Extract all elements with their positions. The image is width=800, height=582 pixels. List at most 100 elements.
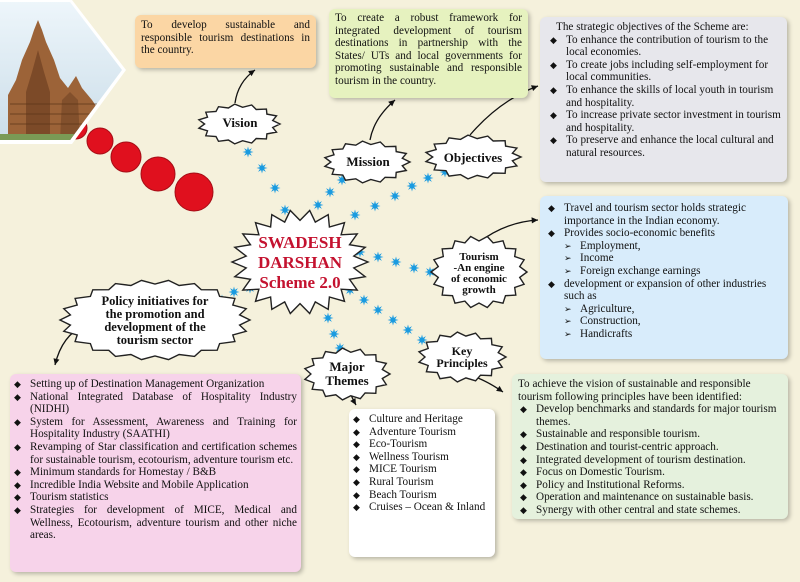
theme-item: Culture and Heritage — [349, 413, 491, 426]
connector-star — [328, 328, 340, 340]
connector-star — [349, 209, 361, 221]
principles-intro: To achieve the vision of sustainable and… — [518, 378, 751, 403]
mission-label: Mission — [346, 154, 390, 169]
connector-star — [416, 334, 428, 346]
red-dot — [110, 141, 142, 173]
objectives-node — [424, 134, 523, 180]
theme-item: Wellness Tourism — [349, 451, 491, 464]
objectives-label: Objectives — [443, 150, 503, 165]
connector-star — [312, 199, 324, 211]
principle-item: Focus on Domestic Tourism. — [516, 466, 784, 479]
connector-star — [389, 190, 401, 202]
principle-item: Develop benchmarks and standards for maj… — [516, 403, 784, 428]
major-themes-label: Major Themes — [325, 359, 369, 388]
mission-arrow — [369, 99, 396, 141]
principles-box: To achieve the vision of sustainable and… — [512, 374, 788, 519]
principle-item: Integrated development of tourism destin… — [516, 454, 784, 467]
connector-star — [358, 294, 370, 306]
theme-item: Adventure Tourism — [349, 426, 491, 439]
principle-item: Sustainable and responsible tourism. — [516, 428, 784, 441]
benefit-item: Foreign exchange earnings — [544, 265, 784, 278]
policy-item: Tourism statistics — [10, 491, 297, 504]
objectives-box: The strategic objectives of the Scheme a… — [540, 17, 787, 182]
connector-star — [369, 200, 381, 212]
tourism-engine-node — [429, 235, 529, 309]
mission-arrow-head — [388, 100, 395, 107]
objectives-intro: The strategic objectives of the Scheme a… — [556, 21, 749, 33]
theme-item: Beach Tourism — [349, 489, 491, 502]
policy-arrow-head — [53, 358, 60, 365]
objective-item: To preserve and enhance the local cultur… — [546, 134, 783, 159]
connector-star — [387, 314, 399, 326]
vision-label: Vision — [222, 115, 258, 130]
objective-item: To increase private sector investment in… — [546, 109, 783, 134]
principle-item: Operation and maintenance on sustainable… — [516, 491, 784, 504]
tourism-point: Travel and tourism sector holds strategi… — [544, 202, 784, 227]
policy-item: Minimum standards for Homestay / B&B — [10, 466, 297, 479]
benefit-item: Employment, — [544, 240, 784, 253]
vision-box: To develop sustainable and responsible t… — [135, 15, 316, 68]
theme-item: Cruises – Ocean & Inland — [349, 501, 491, 514]
connector-star — [242, 146, 254, 158]
policy-item: Strategies for development of MICE, Medi… — [10, 504, 297, 542]
industry-item: Agriculture, — [544, 303, 784, 316]
connector-star — [408, 262, 420, 274]
theme-item: MICE Tourism — [349, 463, 491, 476]
policy-box: Setting up of Destination Management Org… — [10, 374, 301, 572]
tourism-arrow-head — [531, 217, 538, 224]
objective-item: To enhance the contribution of tourism t… — [546, 34, 783, 59]
connector-star — [228, 286, 240, 298]
industry-item: Construction, — [544, 315, 784, 328]
policy-node — [58, 279, 252, 361]
red-dot — [174, 172, 214, 212]
tourism-point: Provides socio-economic benefits — [544, 227, 784, 240]
policy-item: Incredible India Website and Mobile Appl… — [10, 479, 297, 492]
policy-item: System for Assessment, Awareness and Tra… — [10, 416, 297, 441]
principle-item: Destination and tourist-centric approach… — [516, 441, 784, 454]
connector-star — [322, 312, 334, 324]
objective-item: To create jobs including self-employment… — [546, 59, 783, 84]
objective-item: To enhance the skills of local youth in … — [546, 84, 783, 109]
tourism-point: development or expansion of other indust… — [544, 278, 784, 303]
tourism-engine-label: Tourism -An engine of economic growth — [451, 251, 507, 296]
objectives-arrow — [469, 85, 539, 136]
connector-star — [269, 182, 281, 194]
vision-text: To develop sustainable and responsible t… — [141, 19, 310, 57]
connector-star — [324, 186, 336, 198]
principles-arrow-head — [496, 385, 503, 392]
hub-title: SWADESH DARSHAN Scheme 2.0 — [257, 233, 343, 292]
vision-node — [197, 103, 282, 145]
connector-star — [372, 304, 384, 316]
policy-label: Policy initiatives for the promotion and… — [101, 294, 209, 347]
red-dot — [86, 127, 114, 155]
vision-arrow-head — [248, 70, 255, 77]
mission-text: To create a robust framework for integra… — [335, 12, 522, 87]
benefit-item: Income — [544, 252, 784, 265]
temple-photo — [0, 0, 126, 144]
theme-item: Eco-Tourism — [349, 438, 491, 451]
connector-star — [406, 180, 418, 192]
policy-item: Revamping of Star classification and cer… — [10, 441, 297, 466]
connector-star — [372, 251, 384, 263]
policy-item: Setting up of Destination Management Org… — [10, 378, 297, 391]
objectives-arrow-head — [531, 85, 538, 91]
theme-item: Rural Tourism — [349, 476, 491, 489]
themes-box: Culture and Heritage Adventure Tourism E… — [349, 409, 495, 557]
connector-star — [422, 172, 434, 184]
connector-star — [390, 256, 402, 268]
connector-star — [256, 162, 268, 174]
principle-item: Policy and Institutional Reforms. — [516, 479, 784, 492]
industry-item: Handicrafts — [544, 328, 784, 341]
connector-star — [279, 204, 291, 216]
policy-item: National Integrated Database of Hospital… — [10, 391, 297, 416]
key-principles-node — [417, 331, 508, 383]
red-dot — [140, 156, 176, 192]
tourism-growth-box: Travel and tourism sector holds strategi… — [540, 196, 788, 359]
major-themes-node — [303, 347, 392, 401]
themes-arrow-head — [350, 398, 356, 405]
mission-box: To create a robust framework for integra… — [329, 9, 528, 98]
hub-node — [230, 209, 370, 315]
key-principles-label: Key Principles — [436, 344, 488, 370]
principle-item: Synergy with other central and state sch… — [516, 504, 784, 517]
